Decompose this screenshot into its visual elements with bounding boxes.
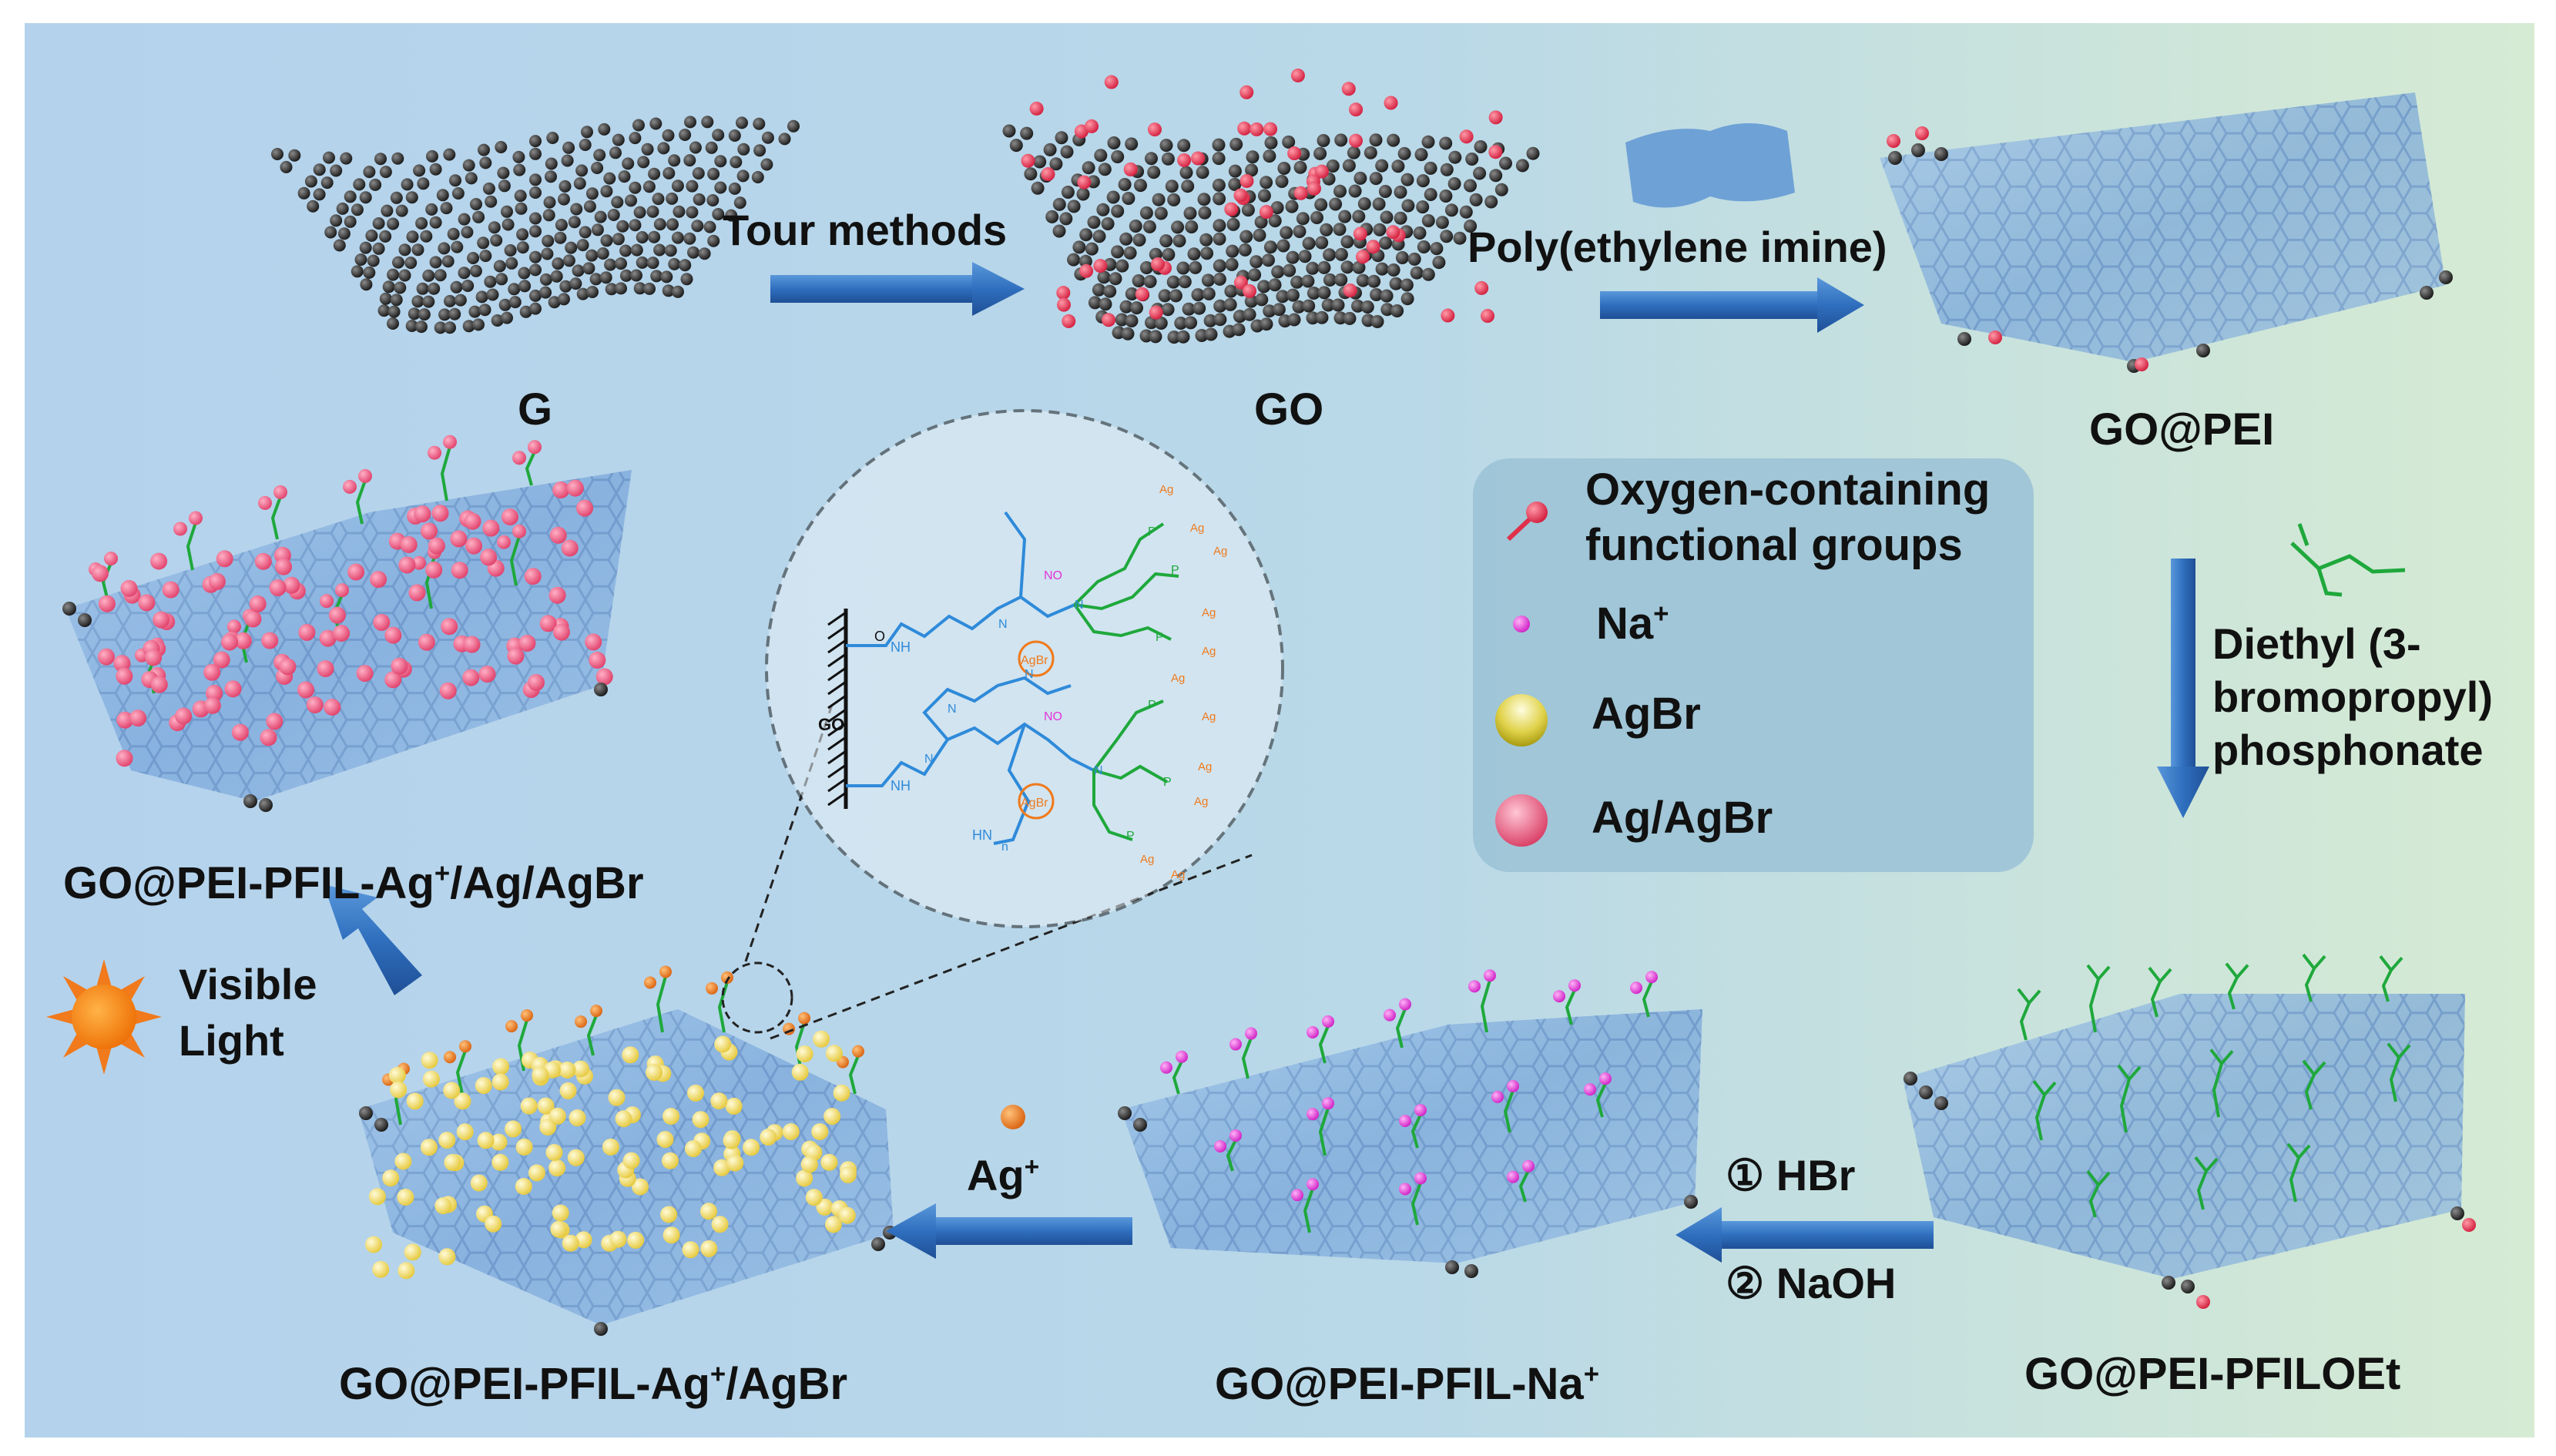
zoom-agbr-bottom: AgBr <box>1021 797 1048 810</box>
legend-label-oxygen-line2: functional groups <box>1585 520 1963 570</box>
na-legend-icon <box>1513 616 1530 632</box>
zoom-p-atom: P <box>1171 564 1179 577</box>
ag-ion-icon <box>1001 1105 1025 1129</box>
stage-label-final-part-a: GO@PEI-PFIL-Ag <box>63 858 434 908</box>
arrow-light-reduction <box>324 884 422 995</box>
arrow-na-to-agbr <box>886 1203 1132 1259</box>
step-label-phosphonate-line2: bromopropyl) <box>2212 673 2493 721</box>
zoom-go-label: GO <box>818 715 844 734</box>
zoom-no3-bottom: NO <box>1044 710 1062 723</box>
zoom-ag-atom: Ag <box>1140 853 1154 866</box>
zoom-carbonyl-o: O <box>874 629 885 644</box>
legend-label-oxygen-line1: Oxygen-containing <box>1585 465 1991 515</box>
zoom-p-atom: P <box>1156 631 1164 644</box>
step-label-hbr: ① HBr <box>1726 1151 1856 1199</box>
zoom-ag-atom: Ag <box>1213 545 1227 558</box>
zoom-nh-bottom: NH <box>891 778 911 793</box>
step-label-light: Light <box>179 1016 284 1065</box>
step-label-phosphonate-line3: phosphonate <box>2212 726 2484 774</box>
zoom-ag-atom: Ag <box>1198 760 1212 773</box>
step-label-ag-sup: + <box>1024 1152 1040 1182</box>
graphene-oxide-sheet <box>1002 68 1540 344</box>
step-label-visible: Visible <box>179 960 317 1008</box>
pei-film-icon <box>1625 123 1795 208</box>
step-label-ag-text: Ag <box>967 1151 1025 1199</box>
zoom-n-atom: N <box>1075 599 1084 612</box>
zoom-p-atom: P <box>1126 830 1135 843</box>
zoom-n-atom: N <box>948 703 957 716</box>
stage-label-final-part-b: /Ag/AgBr <box>450 858 644 908</box>
stage-label-go-pei-pfil-ag-agbr: GO@PEI-PFIL-Ag+/AgBr <box>339 1359 848 1410</box>
phosphonate-structure-icon <box>2290 523 2406 597</box>
legend-label-agbr: AgBr <box>1592 689 1701 739</box>
zoom-n-atom: N <box>924 753 934 766</box>
agbr-legend-icon <box>1495 694 1548 746</box>
step-label-naoh: ② NaOH <box>1726 1259 1897 1307</box>
stage-label-final-sup: + <box>434 858 451 889</box>
sun-icon <box>46 959 162 1075</box>
zoom-inset: GOONHNHHNnAgBrAgBrNONONNNNNNPPPPPPAgAgAg… <box>721 409 1284 1040</box>
step-label-pei: Poly(ethylene imine) <box>1468 223 1887 271</box>
zoom-ag-atom: Ag <box>1202 606 1216 619</box>
arrow-go-to-gopei <box>1600 277 1864 333</box>
zoom-n-atom: N <box>1025 668 1034 681</box>
go-pei-sheet <box>1880 92 2453 373</box>
stage-label-ag-agbr-part-a: GO@PEI-PFIL-Ag <box>339 1359 710 1409</box>
zoom-p-atom: P <box>1163 776 1172 789</box>
stage-label-go-pei-pfil-na-text: GO@PEI-PFIL-Na <box>1215 1359 1584 1409</box>
arrow-pfiloet-to-na <box>1675 1207 1934 1263</box>
zoom-agbr-top: AgBr <box>1021 654 1048 667</box>
zoom-ag-atom: Ag <box>1194 795 1208 808</box>
zoom-source-circle <box>721 961 793 1034</box>
go-pei-pfiloet-sheet <box>1903 953 2476 1309</box>
zoom-ag-atom: Ag <box>1171 868 1185 881</box>
legend-label-na-text: Na <box>1596 599 1654 649</box>
arrow-g-to-go <box>770 262 1025 316</box>
stage-label-go-pei: GO@PEI <box>2089 404 2275 455</box>
stage-label-ag-agbr-part-b: /AgBr <box>726 1359 848 1409</box>
go-pei-pfil-na-sheet <box>1118 969 1702 1278</box>
stage-label-g: G <box>518 384 553 434</box>
legend-label-na-sup: + <box>1653 599 1669 629</box>
zoom-ag-atom: Ag <box>1202 710 1216 723</box>
legend-box <box>1473 458 2034 872</box>
oxygen-group-legend-icon <box>1506 502 1548 542</box>
stage-label-ag-agbr-sup: + <box>709 1359 726 1390</box>
zoom-no3-top: NO <box>1044 569 1062 582</box>
zoom-n-index: n <box>1001 840 1008 854</box>
zoom-hn-label: HN <box>972 827 992 843</box>
zoom-nh-top: NH <box>891 639 911 655</box>
step-label-ag-ion: Ag+ <box>967 1151 1040 1200</box>
step-label-tour-methods: Tour methods <box>723 206 1008 254</box>
zoom-ag-atom: Ag <box>1202 645 1216 658</box>
legend-label-ag-agbr: Ag/AgBr <box>1592 793 1773 843</box>
zoom-ag-atom: Ag <box>1171 672 1185 685</box>
stage-label-go-pei-pfil-na-sup: + <box>1583 1359 1600 1390</box>
zoom-p-atom: P <box>1148 525 1156 538</box>
legend-label-na: Na+ <box>1596 599 1669 649</box>
step-label-phosphonate-line1: Diethyl (3- <box>2212 619 2421 668</box>
zoom-p-atom: P <box>1148 699 1156 712</box>
go-pei-pfil-ag-agbr-sheet <box>358 965 897 1336</box>
graphene-sheet <box>271 116 800 334</box>
stage-label-go-pei-pfiloet: GO@PEI-PFILOEt <box>2024 1349 2401 1399</box>
stage-label-go-pei-pfil-na: GO@PEI-PFIL-Na+ <box>1215 1359 1600 1410</box>
zoom-ag-atom: Ag <box>1159 483 1173 496</box>
ag-agbr-legend-icon <box>1495 794 1548 847</box>
final-composite-sheet <box>62 434 632 812</box>
zoom-ag-atom: Ag <box>1190 522 1204 535</box>
zoom-n-atom: N <box>998 618 1008 631</box>
stage-label-go: GO <box>1254 384 1324 434</box>
arrow-gopei-to-pfiloet <box>2157 559 2209 818</box>
zoom-n-atom: N <box>1094 764 1103 777</box>
stage-label-final-composite: GO@PEI-PFIL-Ag+/Ag/AgBr <box>63 858 644 909</box>
